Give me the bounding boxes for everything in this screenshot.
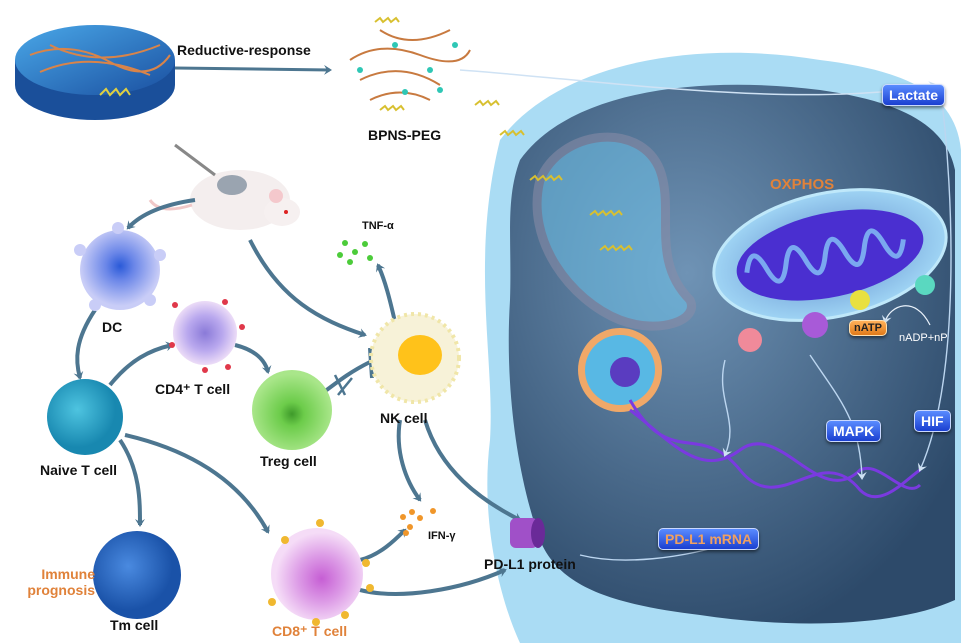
mouse-icon <box>148 143 300 230</box>
atp-synthesis-arrow <box>881 305 931 326</box>
arrow-cd4-treg <box>234 343 272 374</box>
arrow-nk-pdl1 <box>423 419 522 522</box>
hydrogel-disc <box>15 25 175 120</box>
hif-badge: HIF <box>914 410 951 432</box>
arrow-naive-tm <box>118 438 145 527</box>
cd8-label: CD8⁺ T cell <box>272 623 348 639</box>
pdl1-protein <box>510 518 545 548</box>
arrow-naive-cd8 <box>124 433 270 534</box>
nk-cell <box>369 312 461 404</box>
bpns-peg-label: BPNS-PEG <box>368 127 442 143</box>
treg-cell <box>252 370 332 450</box>
dna-helix <box>628 399 922 499</box>
nadp-label: nADP+nP <box>899 332 948 344</box>
arrow-nk-tnf <box>376 263 397 323</box>
immune-prognosis-label: Immune prognosis <box>27 566 95 598</box>
reductive-arrow <box>174 64 332 75</box>
cd8-t-cell <box>268 519 374 626</box>
mapk-badge: MAPK <box>826 420 882 442</box>
arrow-dc-naive <box>73 308 97 380</box>
arrow-cd8-pdl1 <box>359 567 507 596</box>
lactate-badge: Lactate <box>882 84 946 106</box>
nk-label: NK cell <box>380 410 428 426</box>
cd4-t-cell <box>169 299 245 373</box>
mapk-arrow <box>809 354 867 480</box>
treg-label: Treg cell <box>260 453 317 469</box>
tnf-alpha-particles <box>337 240 373 265</box>
dc-cell <box>74 222 166 311</box>
tumor-cell <box>484 52 961 643</box>
reductive-response-label: Reductive-response <box>177 42 311 58</box>
tnf-alpha-label: TNF-α <box>362 220 394 232</box>
lactate-arrow <box>459 69 937 96</box>
naive-t-label: Naive T cell <box>40 462 118 478</box>
bpns-peg-nanosheets <box>349 16 633 252</box>
arrow-cd8-ifn <box>359 528 407 562</box>
small-tumor-cell <box>578 328 662 412</box>
arrow-mouse-dc <box>126 198 196 230</box>
ox-to-dna-arrow <box>721 359 732 457</box>
cd4-label: CD4⁺ T cell <box>155 381 231 397</box>
pdl1-mrna-badge: PD-L1 mRNA <box>658 528 760 550</box>
mitochondrion <box>712 188 948 322</box>
arrow-naive-cd4 <box>108 341 174 387</box>
arrow-mouse-nk <box>248 239 367 338</box>
pdl1-protein-label: PD-L1 protein <box>484 556 576 572</box>
etc-complexes <box>738 275 935 352</box>
ifn-gamma-particles <box>400 508 436 536</box>
tm-cell <box>93 531 181 619</box>
dc-label: DC <box>102 319 123 335</box>
oxphos-label: OXPHOS <box>770 176 835 193</box>
inhibition-treg-nk <box>318 347 374 397</box>
arrow-nk-ifn <box>396 419 422 502</box>
tm-label: Tm cell <box>110 617 159 633</box>
natp-badge: nATP <box>849 320 887 336</box>
naive-t-cell <box>47 379 123 455</box>
ifn-gamma-label: IFN-γ <box>428 530 456 542</box>
